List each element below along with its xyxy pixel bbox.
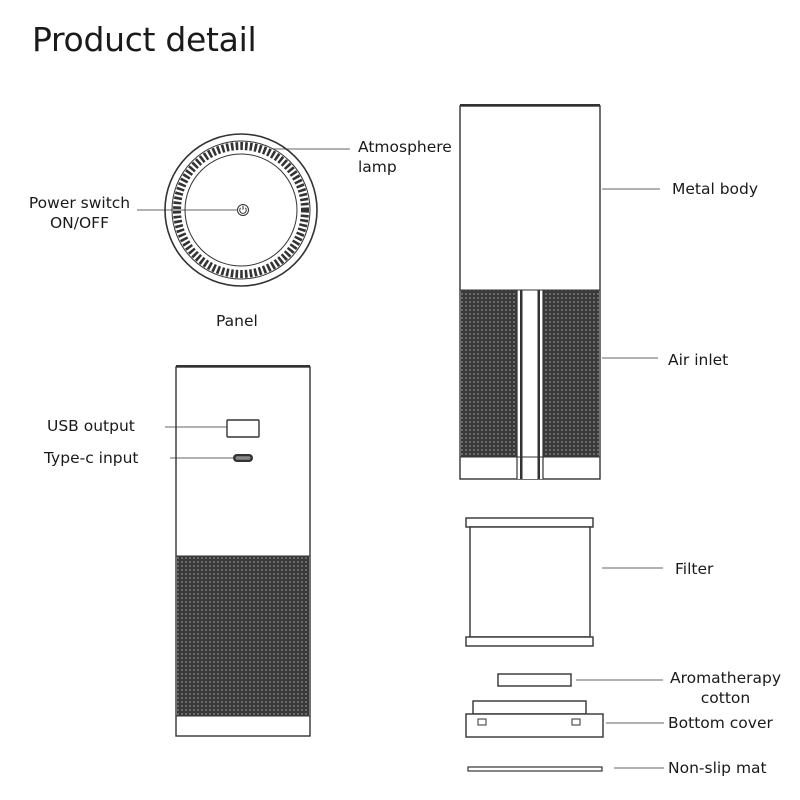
label-atmosphere-lamp: Atmosphere lamp <box>358 137 452 177</box>
label-aromatherapy-line2: cotton <box>700 689 751 707</box>
label-aromatherapy-line1: Aromatherapy <box>669 669 782 687</box>
filter-part <box>465 517 594 647</box>
label-filter: Filter <box>675 560 714 578</box>
power-icon <box>237 204 249 216</box>
label-power-switch-line2: ON/OFF <box>49 214 110 232</box>
label-panel: Panel <box>216 312 258 330</box>
non-slip-mat-part <box>467 766 603 772</box>
label-power-switch-line1: Power switch <box>28 194 131 212</box>
label-aromatherapy-cotton: Aromatherapy cotton <box>667 668 784 708</box>
back-view-device <box>459 104 601 480</box>
label-non-slip-mat: Non-slip mat <box>668 759 767 777</box>
page-title: Product detail <box>32 20 257 59</box>
usb-port <box>226 419 260 438</box>
label-power-switch: Power switch ON/OFF <box>22 193 137 233</box>
label-usb-output: USB output <box>47 417 135 435</box>
aromatherapy-cotton-part <box>497 673 572 687</box>
label-air-inlet: Air inlet <box>668 351 729 369</box>
label-metal-body: Metal body <box>672 180 759 198</box>
label-type-c-input: Type-c input <box>44 449 139 467</box>
label-atmosphere-lamp-line1: Atmosphere <box>358 138 452 156</box>
panel-top-view <box>164 133 318 287</box>
label-atmosphere-lamp-line2: lamp <box>358 158 397 176</box>
label-bottom-cover: Bottom cover <box>668 714 773 732</box>
front-view-device <box>175 365 311 737</box>
bottom-cover-part <box>465 700 604 738</box>
